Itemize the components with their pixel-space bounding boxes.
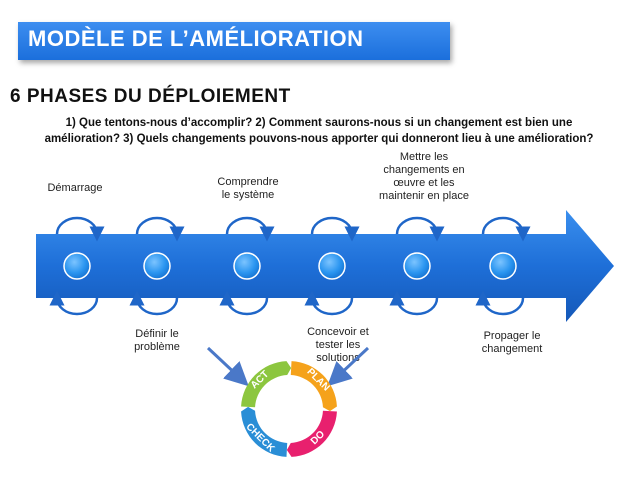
title-banner [18,22,450,60]
phase-label-propager: Propager le changement [481,330,543,355]
phase-circle-3 [233,252,261,280]
cycle-loop-top-6 [481,216,531,242]
guiding-questions-line-1: 1) Que tentons-nous d’accomplir? 2) Comm… [65,117,573,129]
phase-label-comprendre: Comprendre le système [217,176,279,201]
phase-circle-2 [143,252,171,280]
cycle-loop-bottom-3 [219,290,269,316]
pdca-segment-do [286,410,337,457]
cycle-loop-top-3 [225,216,275,242]
phase-circle-4 [318,252,346,280]
phase-label-mettre-en-oeuvre: Mettre les changements en œuvre et les m… [379,151,469,202]
page-title: MODÈLE DE L’AMÉLIORATION [28,26,364,51]
pdca-segment-act [241,361,292,408]
cycle-loop-top-4 [310,216,360,242]
cycle-loop-top-5 [395,216,445,242]
pdca-segment-plan [290,361,337,412]
phase-circles [63,252,517,280]
guiding-questions-line-2: amélioration? 3) Quels changements pouvo… [44,133,594,145]
phase-circle-1 [63,252,91,280]
cycle-loop-top-1 [55,216,105,242]
page-subtitle: 6 PHASES DU DÉPLOIEMENT [10,86,291,107]
phase-label-definir: Définir le problème [134,328,180,353]
phase-label-demarrage: Démarrage [47,182,103,194]
cycle-loop-bottom-6 [475,290,525,316]
cycle-loop-bottom-4 [304,290,354,316]
cycle-loop-bottom-5 [389,290,439,316]
pointer-arrow-right [327,346,370,387]
phase-loops [49,216,531,316]
pdca-segment-check [241,406,288,457]
cycle-loop-bottom-2 [129,290,179,316]
pointer-arrow-left [206,346,249,387]
cycle-loop-bottom-1 [49,290,99,316]
phase-circle-6 [489,252,517,280]
phase-label-concevoir: Concevoir et tester les solutions [307,326,369,364]
guiding-questions: 1) Que tentons-nous d’accomplir? 2) Comm… [4,115,634,147]
cycle-loop-top-2 [135,216,185,242]
pdca-label-check: CHECK [244,422,277,455]
phase-circle-5 [403,252,431,280]
